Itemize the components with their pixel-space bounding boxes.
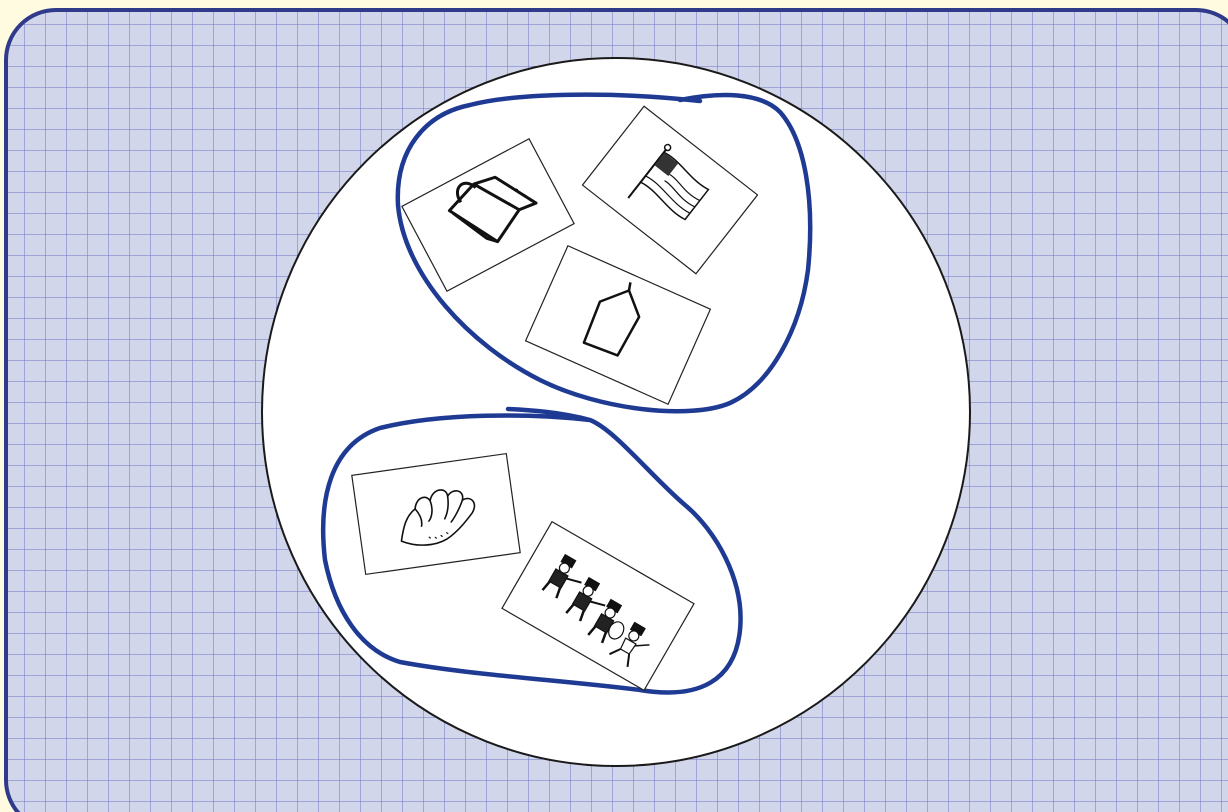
shopping-bag-drawing [447, 175, 538, 244]
american-flag-drawing [627, 143, 710, 221]
card-house [524, 244, 712, 406]
marching-band-drawing [541, 553, 650, 668]
card-american-flag [581, 105, 759, 275]
card-hand [351, 452, 521, 576]
upper-group-loop [395, 92, 813, 414]
lower-group-loop [320, 406, 743, 695]
card-shopping-bag [401, 138, 575, 292]
card-marching-band [501, 520, 695, 692]
hand-drawing [400, 489, 476, 546]
house-drawing [582, 282, 641, 357]
